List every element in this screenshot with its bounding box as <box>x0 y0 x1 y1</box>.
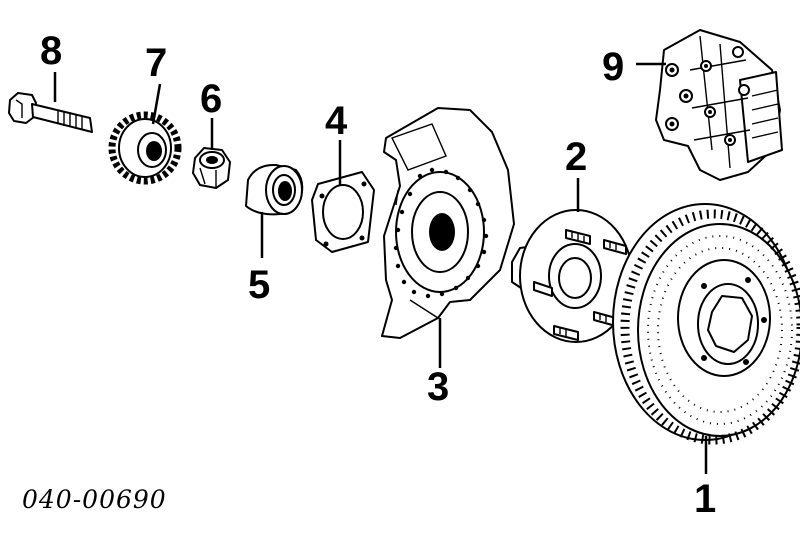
callout-2: 2 <box>565 135 587 179</box>
callout-9: 9 <box>602 45 624 89</box>
callout-5: 5 <box>248 263 270 307</box>
part-hub-nut <box>192 147 231 189</box>
part-wheel-hub <box>511 209 633 343</box>
part-brake-caliper <box>655 29 783 181</box>
part-splash-shield <box>381 107 515 339</box>
leader-lines <box>53 62 708 474</box>
part-bolt <box>8 92 93 133</box>
callout-3: 3 <box>427 365 449 409</box>
callout-7: 7 <box>145 41 167 85</box>
part-wheel-bearing <box>245 163 304 216</box>
part-toothed-ring <box>108 111 182 185</box>
callout-1: 1 <box>694 477 716 521</box>
callout-4: 4 <box>325 99 348 143</box>
drawing-code: 040-00690 <box>22 485 167 514</box>
part-brake-disc <box>612 203 800 445</box>
leader-line-7 <box>151 83 162 125</box>
callout-6: 6 <box>200 77 222 121</box>
callout-8: 8 <box>40 29 62 73</box>
part-seal-plate <box>311 171 375 253</box>
